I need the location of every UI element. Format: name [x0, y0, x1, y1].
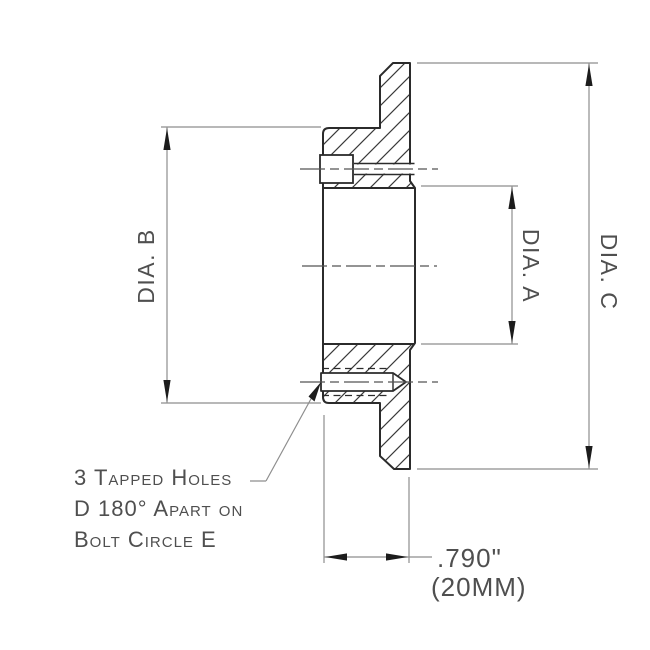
note-line-2: D 180° Apart on [74, 496, 244, 521]
thickness-inches: .790" [437, 543, 502, 573]
tapped-holes-note: 3 Tapped Holes D 180° Apart on Bolt Circ… [74, 462, 243, 555]
centerlines [300, 168, 438, 383]
dia-c-label: DIA. C [596, 233, 622, 311]
dia-a-label: DIA. A [518, 228, 544, 304]
note-line-1: 3 Tapped Holes [74, 465, 233, 490]
thickness-metric: (20MM) [431, 572, 527, 602]
note-line-3: Bolt Circle E [74, 527, 217, 552]
dimension-lines [161, 62, 598, 563]
part-outline [322, 62, 416, 470]
dia-b-label: DIA. B [133, 228, 159, 304]
dimension-arrowheads [163, 64, 593, 561]
